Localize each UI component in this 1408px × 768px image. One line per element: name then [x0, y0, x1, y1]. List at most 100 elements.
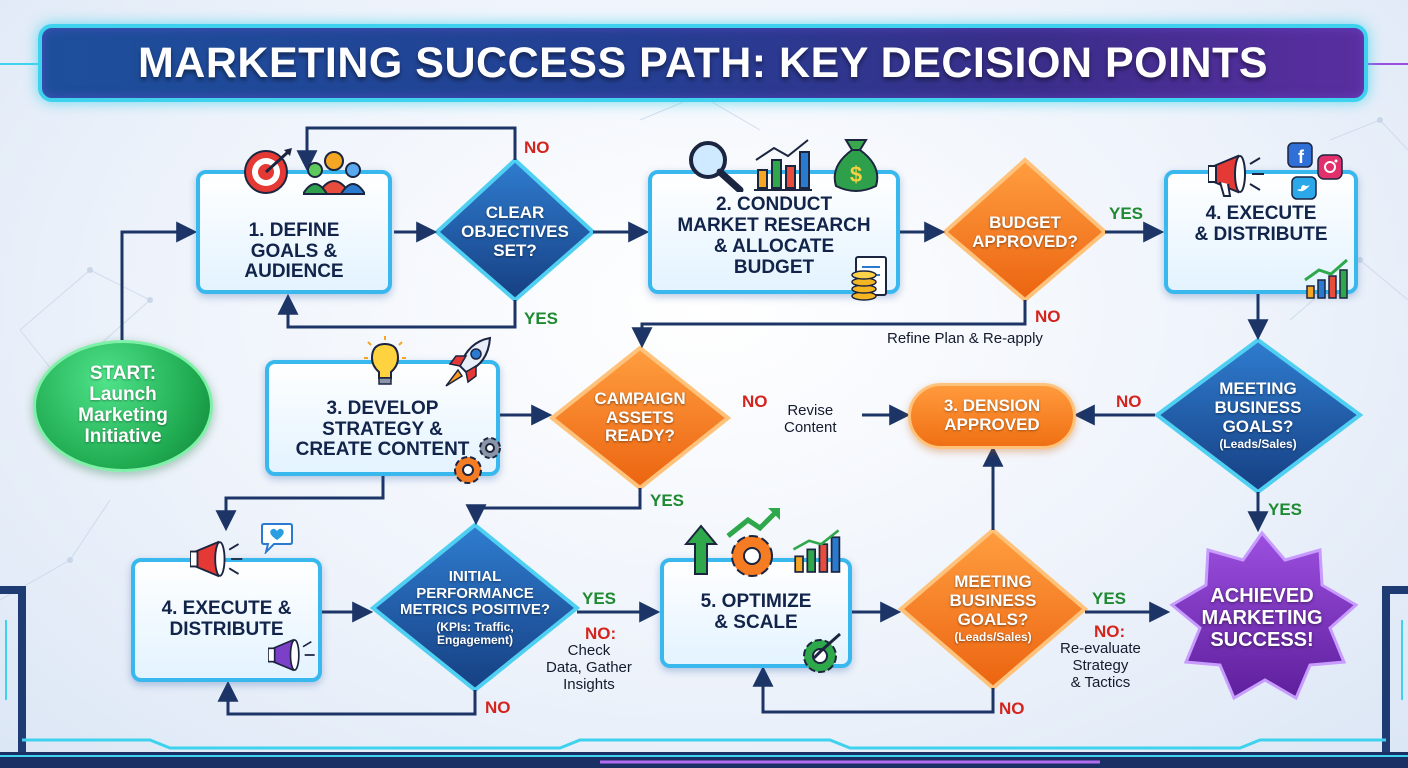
campaign-assets-text: CAMPAIGN ASSETS READY? — [570, 383, 710, 453]
people-icon — [303, 151, 365, 195]
megaphone-icon — [268, 638, 315, 672]
define-line: 1. DEFINE — [248, 219, 340, 241]
objectives-line: CLEAR — [485, 203, 545, 223]
growth-chart-icon — [1304, 258, 1348, 299]
budget-line: APPROVED? — [972, 231, 1078, 251]
label-yes: YES — [1109, 204, 1144, 223]
meeting-goals-bottom-text: MEETING BUSINESS GOALS? (Leads/Sales) — [918, 570, 1068, 648]
refine-plan-note: Refine Plan & Re-apply — [887, 330, 1043, 347]
start-node: START: Launch Marketing Initiative — [33, 340, 213, 472]
rocket-icon — [445, 336, 492, 387]
revise-line: Revise — [787, 402, 834, 419]
clear-objectives-text: CLEAR OBJECTIVES SET? — [440, 195, 590, 270]
dension-line: 3. DENSION — [943, 396, 1041, 416]
research-line: & ALLOCATE — [713, 236, 835, 257]
label-no: NO — [999, 699, 1025, 718]
success-starburst-shape — [1169, 530, 1359, 701]
bar-chart-icon — [754, 139, 812, 191]
label-yes: YES — [1268, 500, 1303, 519]
label-no: NO — [1116, 392, 1142, 411]
meeting-line: GOALS? — [1222, 416, 1294, 436]
connector-start-to-define — [120, 221, 198, 340]
meeting-line: MEETING — [1219, 379, 1297, 399]
develop-line: 3. DEVELOP — [326, 397, 439, 419]
dension-approved-node: 3. DENSION APPROVED — [908, 383, 1076, 449]
megaphone-icon — [1208, 154, 1264, 197]
target-icon — [244, 148, 292, 194]
develop-line: CREATE CONTENT — [295, 439, 470, 461]
start-line: Marketing — [78, 405, 168, 426]
connector-objectives-yes-loop — [277, 293, 517, 329]
start-line: Launch — [89, 384, 157, 406]
metrics-line: INITIAL — [448, 568, 502, 586]
campaign-line: CAMPAIGN — [594, 388, 686, 408]
meeting-goals-right-text: MEETING BUSINESS GOALS? (Leads/Sales) — [1180, 375, 1336, 457]
budget-line: BUDGET — [989, 212, 1061, 232]
label-no: NO — [742, 392, 768, 411]
connector-metrics-no-loop — [217, 680, 477, 716]
budget-approved-text: BUDGET APPROVED? — [955, 205, 1095, 260]
initial-metrics-text: INITIAL PERFORMANCE METRICS POSITIVE? (K… — [390, 562, 560, 654]
connector-objectives-no-loop — [296, 126, 517, 172]
research-line: MARKET RESEARCH — [677, 215, 871, 237]
check-line: Check — [567, 642, 611, 659]
meeting-bottom-line: MEETING — [954, 572, 1032, 592]
connector-meeting-bottom-no-loop — [752, 665, 995, 714]
objectives-line: OBJECTIVES — [461, 222, 569, 242]
gear-icon — [803, 632, 841, 673]
metrics-sub: Engagement) — [436, 632, 513, 647]
optimize-line: 5. OPTIMIZE — [700, 591, 812, 613]
facebook-icon: f — [1287, 142, 1313, 168]
svg-text:f: f — [1298, 147, 1305, 167]
metrics-line: METRICS POSITIVE? — [399, 601, 550, 619]
revise-content-note: Revise Content — [784, 402, 837, 437]
label-yes: YES — [1092, 589, 1127, 608]
reevaluate-line: Strategy — [1072, 656, 1129, 674]
develop-line: STRATEGY & — [322, 418, 443, 440]
achieved-success-text: ACHIEVED MARKETING SUCCESS! — [1185, 578, 1339, 658]
gears-icon — [454, 437, 501, 484]
money-bag-icon: $ — [833, 139, 879, 192]
check-line: Data, Gather — [546, 658, 632, 676]
label-yes: YES — [582, 589, 617, 608]
metrics-sub: (KPIs: Traffic, — [436, 619, 514, 634]
meeting-line: BUSINESS — [1214, 398, 1302, 418]
heart-chat-icon — [261, 523, 293, 554]
dension-line: APPROVED — [944, 415, 1040, 434]
campaign-line: READY? — [605, 426, 675, 446]
label-no: NO — [1035, 307, 1061, 326]
meeting-bottom-line: GOALS? — [957, 609, 1029, 629]
connector-budget-no-to-campaign — [631, 300, 1027, 349]
connector-campaign-yes-to-metrics — [465, 488, 642, 526]
meeting-bottom-line: BUSINESS — [949, 591, 1037, 611]
label-no: NO — [485, 698, 511, 717]
execute-bottom-line: 4. EXECUTE & — [161, 598, 292, 620]
title-banner: MARKETING SUCCESS PATH: KEY DECISION POI… — [38, 24, 1368, 102]
lightbulb-icon — [364, 336, 406, 385]
execute-bottom-line: DISTRIBUTE — [169, 619, 284, 640]
start-line: START: — [89, 363, 157, 385]
optimize-line: & SCALE — [714, 612, 798, 633]
achieved-line: SUCCESS! — [1210, 629, 1314, 651]
metrics-line: PERFORMANCE — [416, 584, 534, 602]
reevaluate-line: & Tactics — [1070, 673, 1131, 691]
reevaluate-line: Re-evaluate — [1060, 640, 1141, 657]
page-title: MARKETING SUCCESS PATH: KEY DECISION POI… — [137, 38, 1269, 87]
revise-line: Content — [784, 418, 837, 436]
execute-top-line: 4. EXECUTE — [1205, 203, 1317, 225]
svg-text:$: $ — [850, 162, 862, 187]
label-no-reevaluate: NO: — [1094, 622, 1126, 641]
achieved-line: MARKETING — [1201, 607, 1323, 629]
coins-icon — [851, 270, 877, 301]
connector-develop-to-execute-bottom — [215, 475, 385, 532]
meeting-sub: (Leads/Sales) — [1219, 437, 1297, 452]
label-no-check: NO: — [585, 624, 617, 643]
twitter-icon — [1291, 176, 1317, 200]
check-line: Insights — [563, 675, 615, 693]
campaign-line: ASSETS — [605, 407, 675, 427]
reevaluate-note: Re-evaluate Strategy & Tactics — [1060, 640, 1141, 691]
achieved-line: ACHIEVED — [1210, 585, 1314, 607]
magnifier-icon — [689, 141, 744, 192]
gear-icon — [726, 508, 780, 577]
